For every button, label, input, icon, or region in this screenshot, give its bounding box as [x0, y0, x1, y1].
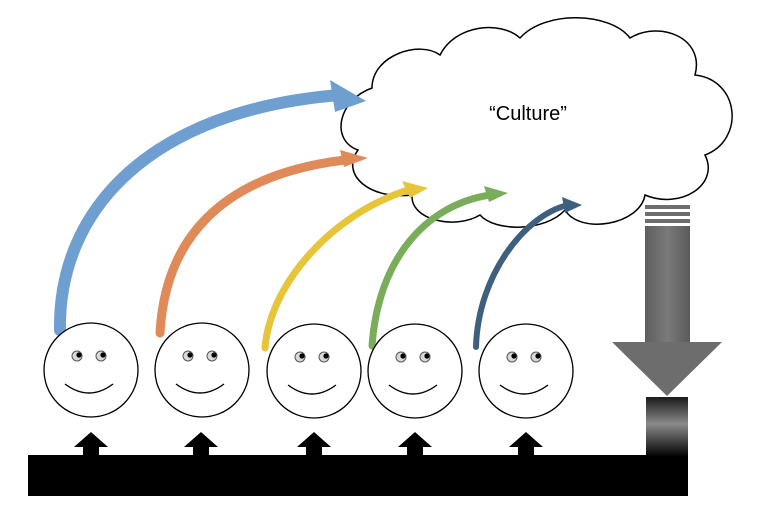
culture-cloud: “Culture” — [340, 17, 733, 228]
face-outline — [43, 322, 139, 418]
pupil — [400, 353, 406, 359]
pupil — [323, 353, 329, 359]
face-outline — [154, 322, 250, 418]
smile — [175, 383, 225, 394]
pupil — [511, 353, 517, 359]
smile — [388, 384, 438, 395]
smile — [64, 383, 114, 394]
contribution-arrow-1 — [53, 80, 366, 336]
contribution-arrow-5 — [473, 197, 582, 350]
person-face — [43, 322, 139, 418]
smile — [499, 384, 549, 395]
pupil — [299, 353, 305, 359]
cloud-label: “Culture” — [489, 103, 567, 125]
face-outline — [478, 323, 574, 419]
people — [43, 322, 574, 419]
up-arrow — [398, 432, 432, 457]
contribution-arrow-4 — [368, 186, 508, 350]
contribution-arrows — [53, 80, 582, 352]
up-arrow — [74, 432, 108, 457]
face-outline — [266, 323, 362, 419]
up-arrow — [184, 432, 218, 457]
person-face — [367, 323, 463, 419]
pupil — [76, 352, 82, 358]
contribution-arrow-2 — [155, 150, 368, 338]
up-arrow — [297, 432, 331, 457]
support-arrows — [74, 432, 543, 457]
contribution-arrow-3 — [261, 181, 428, 352]
face-outline — [367, 323, 463, 419]
pupil — [211, 352, 217, 358]
person-face — [266, 323, 362, 419]
person-face — [478, 323, 574, 419]
pupil — [424, 353, 430, 359]
pupil — [187, 352, 193, 358]
culture-down-arrow — [612, 205, 722, 396]
pupil — [535, 353, 541, 359]
up-arrow — [509, 432, 543, 457]
base-platform — [28, 397, 688, 496]
person-face — [154, 322, 250, 418]
smile — [287, 384, 337, 395]
pupil — [100, 352, 106, 358]
